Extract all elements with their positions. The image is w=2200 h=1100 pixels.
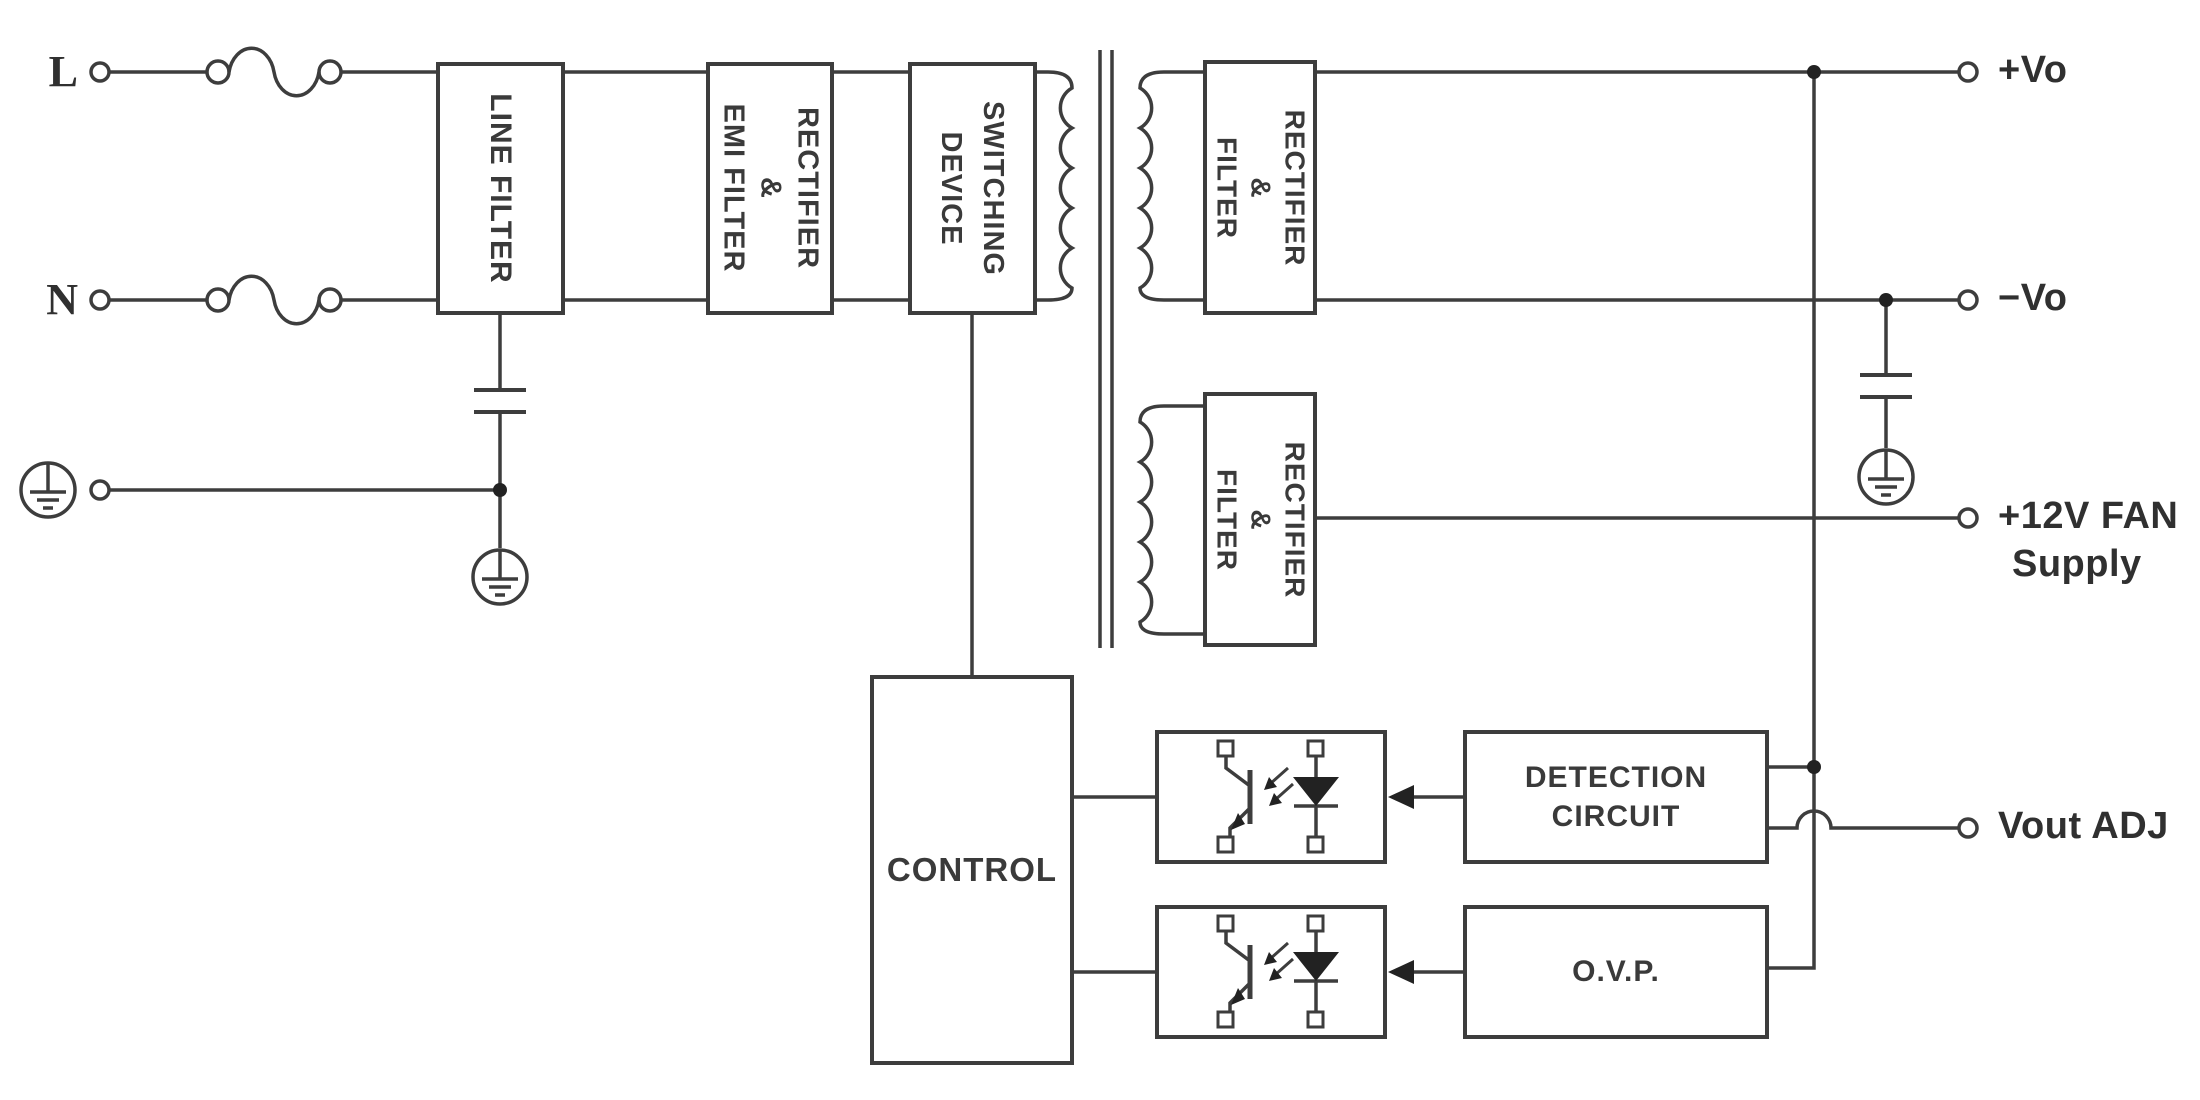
label-line: DEVICE [935, 131, 968, 246]
terminal-circle-earth [89, 479, 111, 501]
terminal-circle-n [89, 289, 111, 311]
line-filter-box [436, 62, 565, 315]
detection-circuit-box [1463, 730, 1769, 864]
rectifier-emi-filter-box [706, 62, 834, 315]
transformer-primary-coil [1035, 70, 1076, 302]
fuse-icon-line [205, 46, 343, 98]
optocoupler-icon-bottom-box [1155, 905, 1387, 1039]
earth-ground-icon-output [1857, 448, 1915, 506]
wire-feedback-bus [1768, 72, 1816, 970]
block-label-detection-circuit: DETECTION CIRCUIT [1465, 732, 1767, 862]
terminal-circle-vout-adj [1957, 817, 1979, 839]
terminal-circle-l [89, 61, 111, 83]
wire-vout-adj [1768, 809, 1959, 830]
earth-ground-icon-line-filter [471, 548, 529, 606]
arrow-detection-to-opto1 [1388, 785, 1414, 809]
transformer-secondary-coil-fan [1136, 404, 1205, 636]
label-line: RECTIFIER [1279, 441, 1310, 598]
terminal-circle-vo-plus [1957, 61, 1979, 83]
label-line: RECTIFIER [1279, 109, 1310, 266]
label-line: CIRCUIT [1551, 800, 1681, 833]
label-line: CONTROL [886, 851, 1058, 888]
junction-dot-vo-plus [1807, 65, 1821, 79]
label-line: DETECTION [1524, 761, 1708, 794]
capacitor-icon-line-filter [474, 388, 526, 414]
earth-ground-icon-input [19, 461, 77, 519]
junction-dot-earth [493, 483, 507, 497]
block-label-ovp: O.V.P. [1465, 907, 1767, 1037]
terminal-circle-vo-minus [1957, 289, 1979, 311]
block-label-line-filter: LINE FILTER [438, 64, 563, 313]
label-line: & [1245, 508, 1276, 531]
label-line: EMI FILTER [718, 103, 750, 273]
output-label-vout-adj: Vout ADJ [1998, 805, 2169, 847]
switching-device-box [908, 62, 1037, 315]
optocoupler-icon-top-box [1155, 730, 1387, 864]
control-box [870, 675, 1074, 1065]
block-label-rectifier-filter-fan: RECTIFIER & FILTER [1205, 394, 1315, 645]
block-label-switching-device: SWITCHING DEVICE [910, 64, 1035, 313]
rectifier-filter-main-box [1203, 60, 1317, 315]
junction-dot-vo-minus-cap [1879, 293, 1893, 307]
block-label-rectifier-emi-filter: RECTIFIER & EMI FILTER [709, 64, 833, 313]
label-line: & [1245, 176, 1276, 199]
terminal-label-l: L [48, 47, 78, 96]
rectifier-filter-fan-box [1203, 392, 1317, 647]
label-line: FILTER [1211, 468, 1242, 571]
label-line: LINE FILTER [484, 93, 518, 284]
terminal-label-n: N [46, 275, 78, 324]
terminal-circle-fan [1957, 507, 1979, 529]
transformer-icon [1035, 50, 1205, 648]
transformer-core [1098, 50, 1114, 648]
output-label-vo-plus: +Vo [1998, 49, 2068, 91]
output-label-vo-minus: −Vo [1998, 277, 2068, 319]
output-label-fan-line1: +12V FAN [1998, 495, 2179, 537]
block-label-rectifier-filter-main: RECTIFIER & FILTER [1205, 62, 1315, 313]
label-line: O.V.P. [1572, 955, 1660, 988]
ovp-box [1463, 905, 1769, 1039]
wiring [104, 70, 1959, 974]
transformer-secondary-coil-main [1136, 70, 1205, 302]
output-label-fan-line2: Supply [2012, 543, 2142, 585]
label-line: & [755, 177, 787, 199]
block-label-control: CONTROL [872, 677, 1072, 1063]
junction-dot-detection [1807, 760, 1821, 774]
label-line: RECTIFIER [792, 106, 824, 270]
arrow-ovp-to-opto2 [1388, 960, 1414, 984]
label-line: SWITCHING [977, 101, 1010, 276]
label-line: FILTER [1211, 136, 1242, 239]
fuse-icon-neutral [205, 274, 343, 326]
capacitor-icon-output [1860, 373, 1912, 399]
